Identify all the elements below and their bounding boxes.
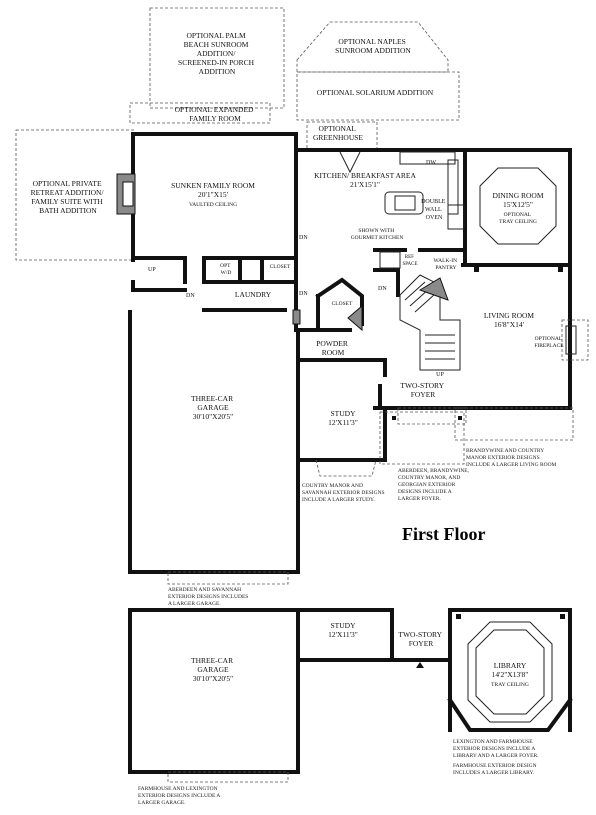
label-living-room: LIVING ROOM xyxy=(484,311,535,320)
label-opt-wd: OPT W/D xyxy=(220,263,232,276)
label-garage-lower: THREE-CAR GARAGE xyxy=(191,656,235,674)
label-foyer-lower: TWO-STORY FOYER xyxy=(398,630,443,648)
label-solarium: OPTIONAL SOLARIUM ADDITION xyxy=(317,88,434,97)
label-double-wall-oven: DOUBLE WALL OVEN xyxy=(421,199,447,221)
label-kitchen: KITCHEN/ BREAKFAST AREA xyxy=(314,171,416,180)
label-private-retreat: OPTIONAL PRIVATE RETREAT ADDITION/ FAMIL… xyxy=(31,179,106,215)
main-stairs xyxy=(292,274,461,371)
lower-plan-walls xyxy=(128,608,573,783)
label-study-dim: 12'X11'3" xyxy=(328,418,358,427)
note-farmhouse-garage: FARMHOUSE AND LEXINGTON EXTERIOR DESIGNS… xyxy=(138,786,221,806)
label-palm-beach-sunroom: OPTIONAL PALM BEACH SUNROOM ADDITION/ SC… xyxy=(178,31,256,76)
floor-title: First Floor xyxy=(402,524,485,544)
label-ref-space: REF SPACE xyxy=(402,255,417,267)
label-closet-hall: CLOSET xyxy=(332,301,353,307)
label-garage-dim: 30'10"X20'5" xyxy=(193,412,234,421)
living-fireplace xyxy=(561,319,589,361)
label-study: STUDY xyxy=(330,409,356,418)
label-dining-note: OPTIONAL TRAY CEILING xyxy=(499,212,537,225)
label-expanded-family: OPTIONAL EXPANDED FAMILY ROOM xyxy=(175,105,256,123)
label-greenhouse: OPTIONAL GREENHOUSE xyxy=(313,124,363,142)
note-farmhouse-library: FARMHOUSE EXTERIOR DESIGN INCLUDES A LAR… xyxy=(453,763,538,776)
label-family-room-dim: 20'1"X15' xyxy=(198,190,229,199)
label-library: LIBRARY xyxy=(494,661,527,670)
label-garage-lower-dim: 30'10"X20'5" xyxy=(193,674,234,683)
note-aberdeen-foyer: ABERDEEN, BRANDYWINE, COUNTRY MANOR, AND… xyxy=(398,468,470,502)
exterior-notes: BRANDYWINE AND COUNTRY MANOR EXTERIOR DE… xyxy=(138,448,557,806)
label-family-room: SUNKEN FAMILY ROOM xyxy=(171,181,255,190)
label-naples-sunroom: OPTIONAL NAPLES SUNROOM ADDITION xyxy=(335,37,411,55)
marker-dn-garage: DN xyxy=(186,293,195,299)
labels: OPTIONAL PALM BEACH SUNROOM ADDITION/ SC… xyxy=(31,31,565,688)
label-kitchen-dim: 21'X15'1" xyxy=(350,180,380,189)
marker-up-stair: UP xyxy=(436,372,444,378)
label-dining-room: DINING ROOM xyxy=(492,191,543,200)
marker-dn-stair: DN xyxy=(378,286,387,292)
family-fireplace xyxy=(116,173,136,215)
label-family-room-note: VAULTED CEILING xyxy=(189,202,237,208)
marker-up-family: UP xyxy=(148,267,156,273)
label-closet-laundry: CLOSET xyxy=(270,264,291,270)
marker-dn-family: DN xyxy=(299,235,308,241)
note-brandywine: BRANDYWINE AND COUNTRY MANOR EXTERIOR DE… xyxy=(466,448,557,468)
label-walk-in-pantry: WALK-IN PANTRY xyxy=(434,258,459,271)
label-kitchen-note: SHOWN WITH GOURMET KITCHEN xyxy=(351,228,404,241)
label-laundry: LAUNDRY xyxy=(235,290,272,299)
upper-plan-walls xyxy=(128,132,572,574)
label-dw: DW xyxy=(426,160,436,166)
bay-windows xyxy=(167,407,574,585)
label-powder-room: POWDER ROOM xyxy=(316,339,350,357)
label-living-dim: 16'8"X14' xyxy=(494,320,525,329)
label-study-lower: STUDY xyxy=(330,621,356,630)
dining-tray-ceiling xyxy=(479,167,557,245)
label-foyer: TWO-STORY FOYER xyxy=(400,381,445,399)
columns xyxy=(392,266,563,420)
label-dining-dim: 15'X12'5" xyxy=(503,200,533,209)
note-aberdeen-garage: ABERDEEN AND SAVANNAH EXTERIOR DESIGNS I… xyxy=(168,587,250,607)
kitchen-details xyxy=(339,151,465,269)
note-lexington-library: LEXINGTON AND FARMHOUSE EXTERIOR DESIGNS… xyxy=(453,739,539,759)
note-country-study: COUNTRY MANOR AND SAVANNAH EXTERIOR DESI… xyxy=(302,483,386,503)
label-library-dim: 14'2"X13'8" xyxy=(492,670,529,679)
marker-dn-laundry: DN xyxy=(299,291,308,297)
label-garage: THREE-CAR GARAGE xyxy=(191,394,235,412)
label-library-note: TRAY CEILING xyxy=(491,682,529,688)
label-living-fireplace: OPTIONAL FIREPLACE xyxy=(534,336,564,349)
label-study-lower-dim: 12'X11'3" xyxy=(328,630,358,639)
